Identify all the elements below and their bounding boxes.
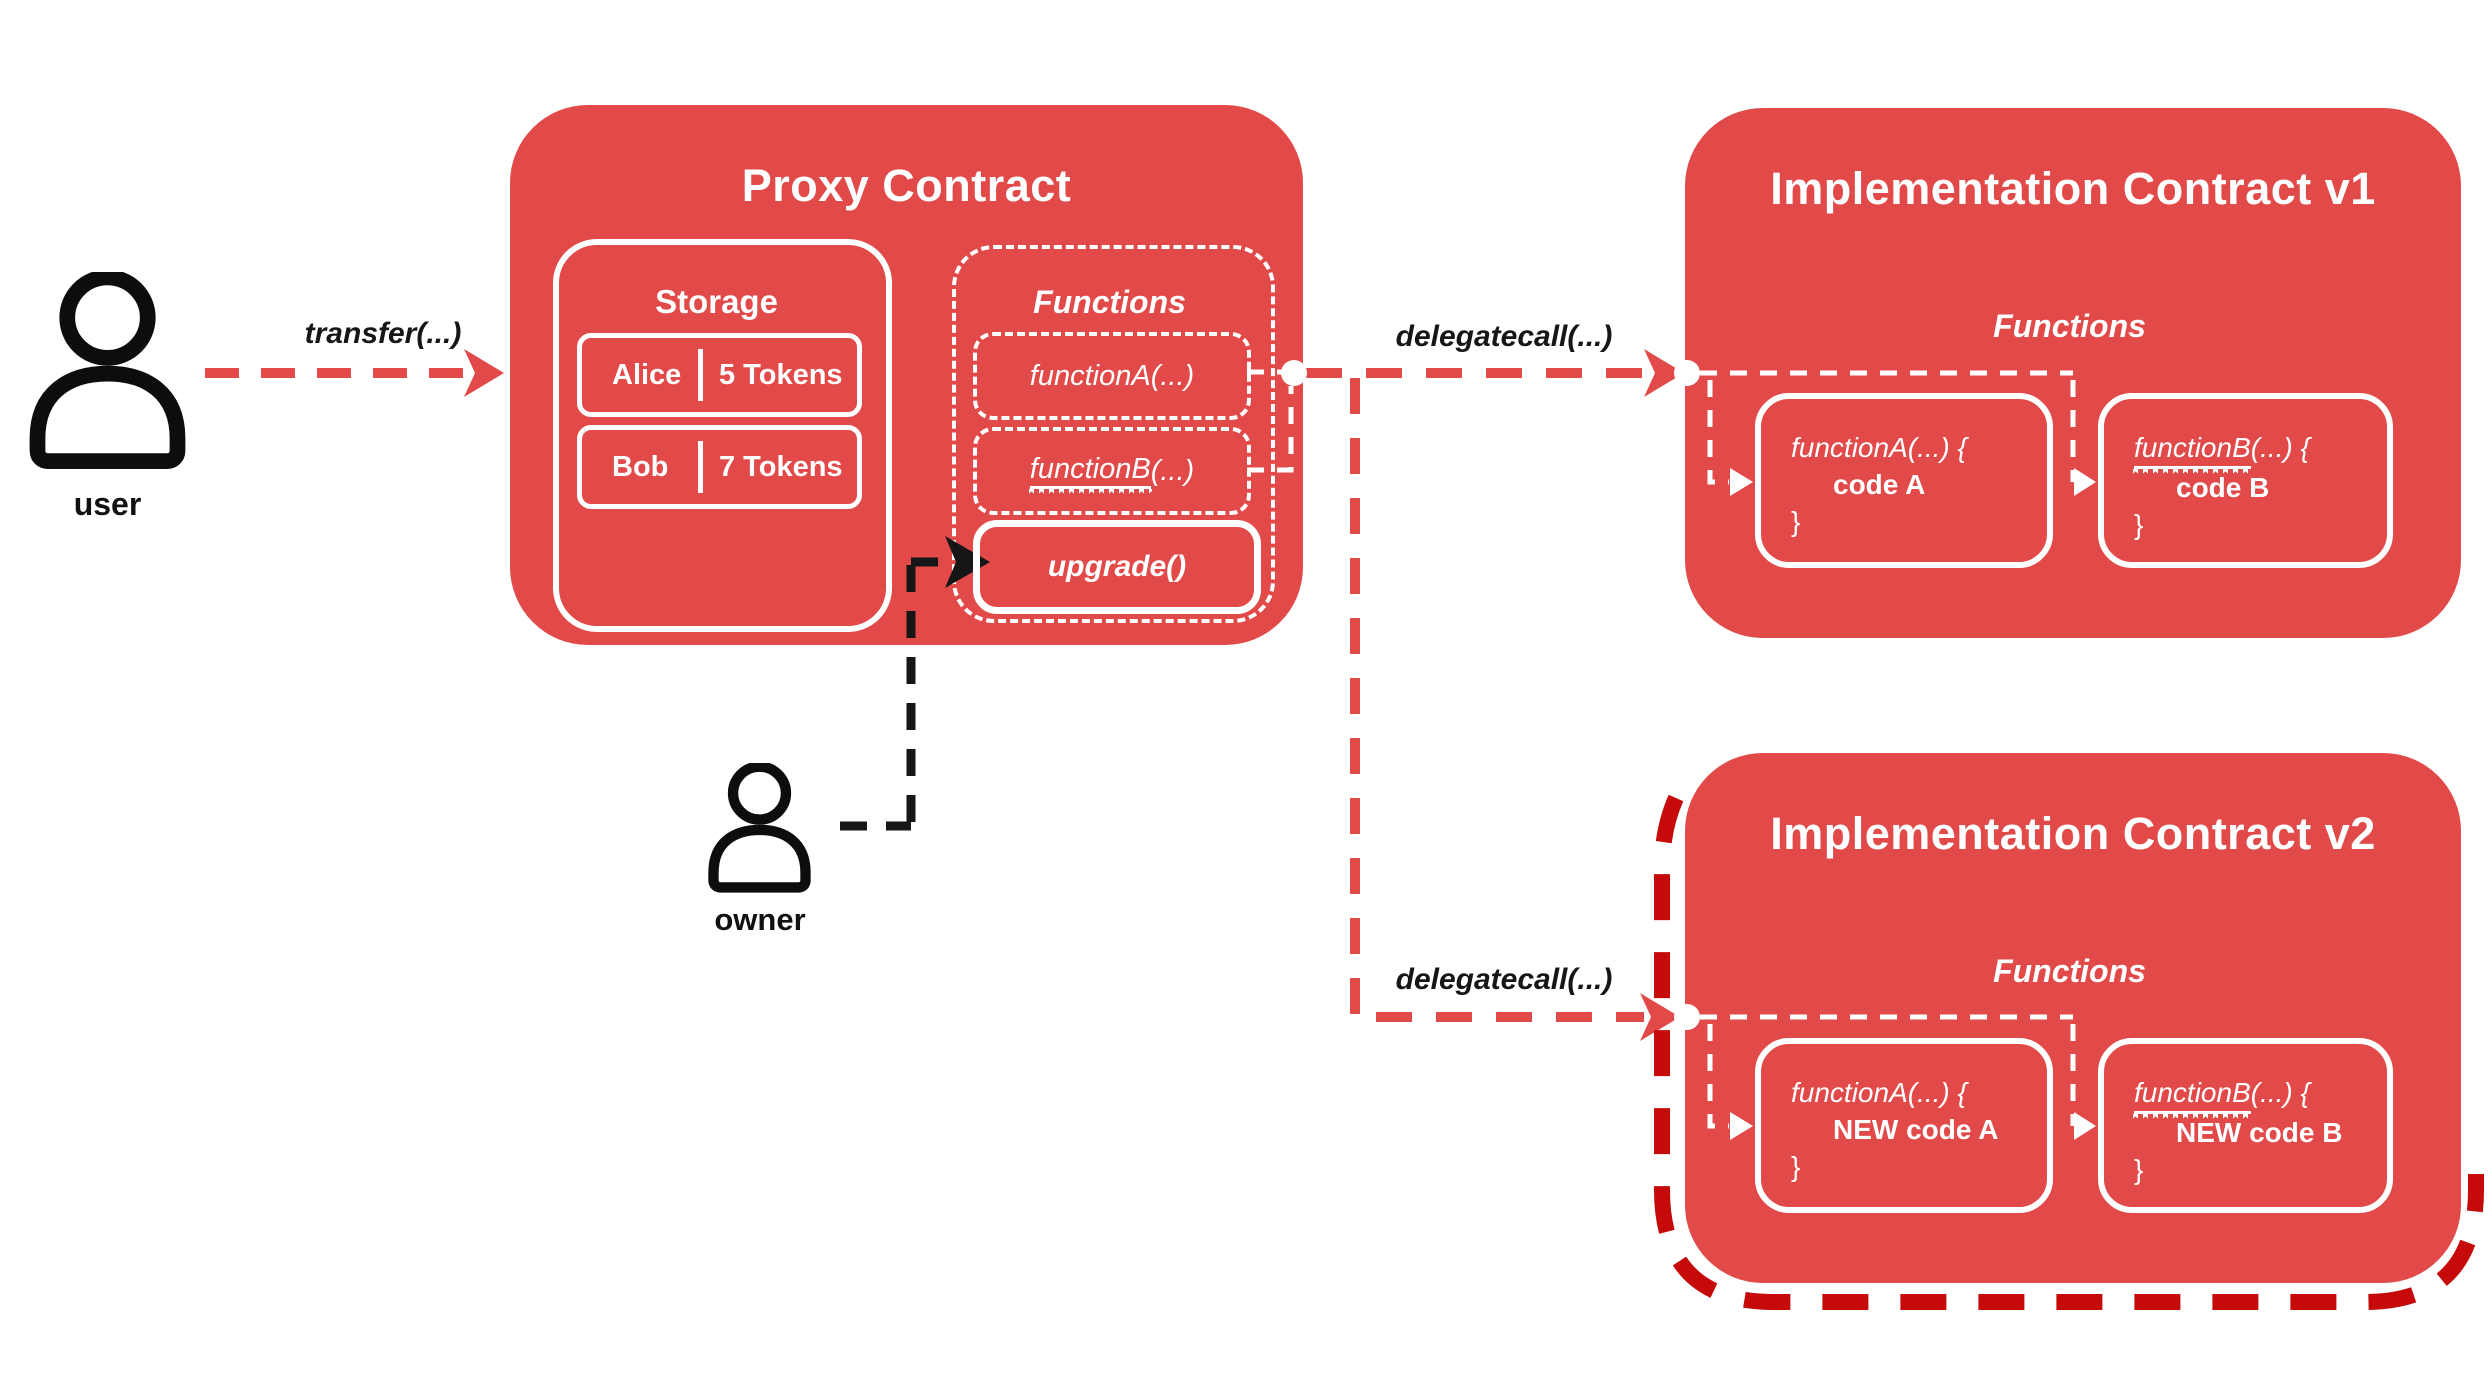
proxy-contract-box [510, 105, 1303, 645]
delegatecall-arrow-v1 [1306, 349, 1684, 397]
v1-function-b-args: (...) { [2250, 432, 2310, 463]
storage-box [553, 239, 892, 632]
proxy-functions-title: Functions [1033, 284, 1186, 320]
storage-row-amount: 5 Tokens [719, 358, 843, 391]
owner-icon [702, 761, 817, 898]
v1-function-b-name: functionB [2133, 429, 2252, 476]
v1-function-b-body: code B [2176, 472, 2270, 503]
implementation-v2-title: Implementation Contract v2 [1770, 808, 2376, 859]
proxy-upgrade-label: upgrade() [1047, 550, 1187, 583]
v2-function-a-close: } [1791, 1151, 1801, 1182]
v1-function-b-signature: functionB(...) { [2104, 429, 2387, 476]
v2-function-a-body: NEW code A [1833, 1114, 1999, 1145]
delegatecall-arrow-v2 [1350, 378, 1680, 1041]
v2-function-b-args: (...) { [2250, 1077, 2310, 1108]
v1-function-b-close: } [2134, 509, 2144, 540]
v1-function-a-box: functionA(...) { code A } [1755, 393, 2053, 568]
storage-row-bob: Bob 7 Tokens [577, 425, 862, 509]
transfer-call-label: transfer(...) [304, 317, 462, 350]
v1-function-a-body: code A [1833, 469, 1926, 500]
storage-row-name: Bob [612, 450, 669, 483]
storage-row-separator [698, 349, 703, 401]
proxy-function-a-item: functionA(...) [973, 332, 1251, 420]
v2-function-a-signature: functionA(...) { [1791, 1077, 1967, 1108]
proxy-contract-title: Proxy Contract [741, 160, 1072, 211]
user-icon [20, 269, 195, 477]
delegatecall-v2-label: delegatecall(...) [1395, 963, 1613, 996]
storage-row-alice: Alice 5 Tokens [577, 333, 862, 417]
proxy-function-a-label: functionA(...) [1029, 359, 1195, 392]
proxy-upgrade-item: upgrade() [973, 520, 1261, 614]
v1-function-a-close: } [1791, 506, 1801, 537]
user-label: user [73, 486, 142, 522]
owner-label: owner [714, 902, 806, 937]
v1-functions-title: Functions [1993, 308, 2146, 344]
proxy-function-b-name: functionB [1028, 453, 1152, 496]
transfer-arrow [205, 349, 504, 397]
storage-title: Storage [655, 283, 778, 320]
storage-row-amount: 7 Tokens [719, 450, 843, 483]
v1-function-b-box: functionB(...) { code B } [2098, 393, 2393, 568]
v2-function-a-box: functionA(...) { NEW code A } [1755, 1038, 2053, 1213]
v2-function-b-box: functionB(...) { NEW code B } [2098, 1038, 2393, 1213]
storage-row-separator [698, 441, 703, 493]
v2-function-b-name: functionB [2133, 1074, 2252, 1121]
v2-function-b-signature: functionB(...) { [2104, 1074, 2387, 1121]
storage-row-name: Alice [612, 358, 682, 391]
v1-function-a-signature: functionA(...) { [1791, 432, 1967, 463]
implementation-v1-title: Implementation Contract v1 [1770, 163, 2376, 214]
delegatecall-v1-label: delegatecall(...) [1395, 320, 1613, 353]
v2-function-b-close: } [2134, 1154, 2144, 1185]
proxy-function-b-item: functionB(...) [973, 427, 1251, 515]
v2-functions-title: Functions [1993, 953, 2146, 989]
proxy-function-b-args: (...) [1150, 454, 1195, 487]
